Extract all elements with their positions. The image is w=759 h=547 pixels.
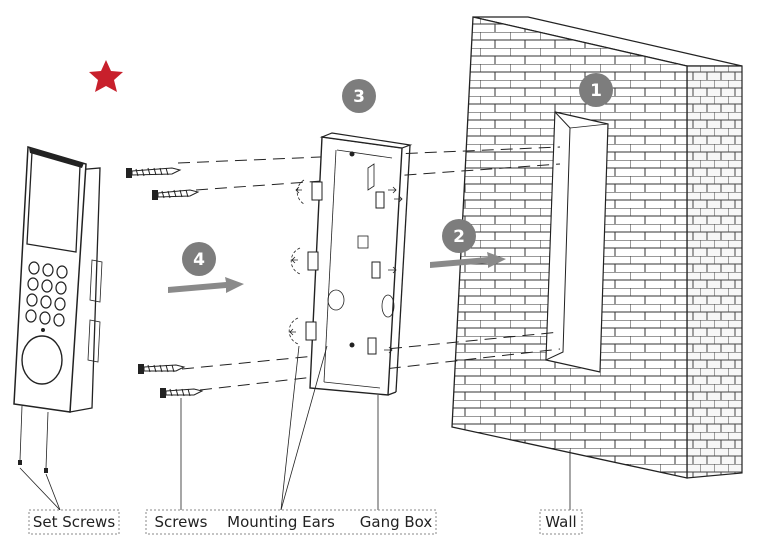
leader-lines: [19, 345, 571, 511]
label-set-screws-text: Set Screws: [33, 513, 116, 531]
mounting-ear: [295, 179, 323, 205]
mounting-ear: [290, 247, 319, 275]
knockout-hole: [381, 294, 395, 318]
mounting-ear: [367, 337, 393, 355]
label-gang-box-text: Gang Box: [360, 513, 433, 531]
step-1-badge: 1: [579, 73, 613, 107]
step-3-badge: 3: [342, 79, 376, 113]
step-2-badge: 2: [442, 219, 476, 253]
screw-icon: [138, 364, 186, 374]
keypad: [25, 261, 68, 327]
right-arrow-icon: [168, 277, 244, 293]
screws: [126, 167, 204, 398]
step-3-number: 3: [353, 87, 365, 107]
mounting-ear: [371, 261, 397, 279]
label-screws-text: Screws: [155, 513, 208, 531]
right-arrow-icon: [430, 252, 506, 268]
card-reader: [21, 335, 63, 385]
screw-icon: [152, 189, 200, 200]
wall-recess-inner-side: [545, 110, 571, 361]
device: [13, 146, 103, 473]
label-wall-text: Wall: [545, 513, 576, 531]
step-2-number: 2: [453, 227, 465, 247]
mounting-ear: [375, 186, 403, 209]
mounting-ear: [288, 317, 317, 345]
label-set-screws: Set Screws: [28, 509, 120, 535]
wall-side-face: [686, 65, 743, 479]
device-screen: [26, 151, 81, 253]
label-mounting-ears-text: Mounting Ears: [227, 513, 335, 531]
gang-box: [288, 132, 413, 396]
knockout-hole: [327, 289, 345, 311]
step-1-number: 1: [590, 81, 602, 101]
step-4-badge: 4: [182, 242, 216, 276]
label-wall: Wall: [539, 509, 583, 535]
wall: [451, 16, 743, 479]
screw-icon: [160, 388, 204, 398]
step-4-number: 4: [193, 250, 205, 270]
screw-icon: [126, 167, 182, 178]
label-bar-components: Screws Mounting Ears Gang Box: [145, 509, 437, 535]
star-icon: [89, 60, 123, 92]
